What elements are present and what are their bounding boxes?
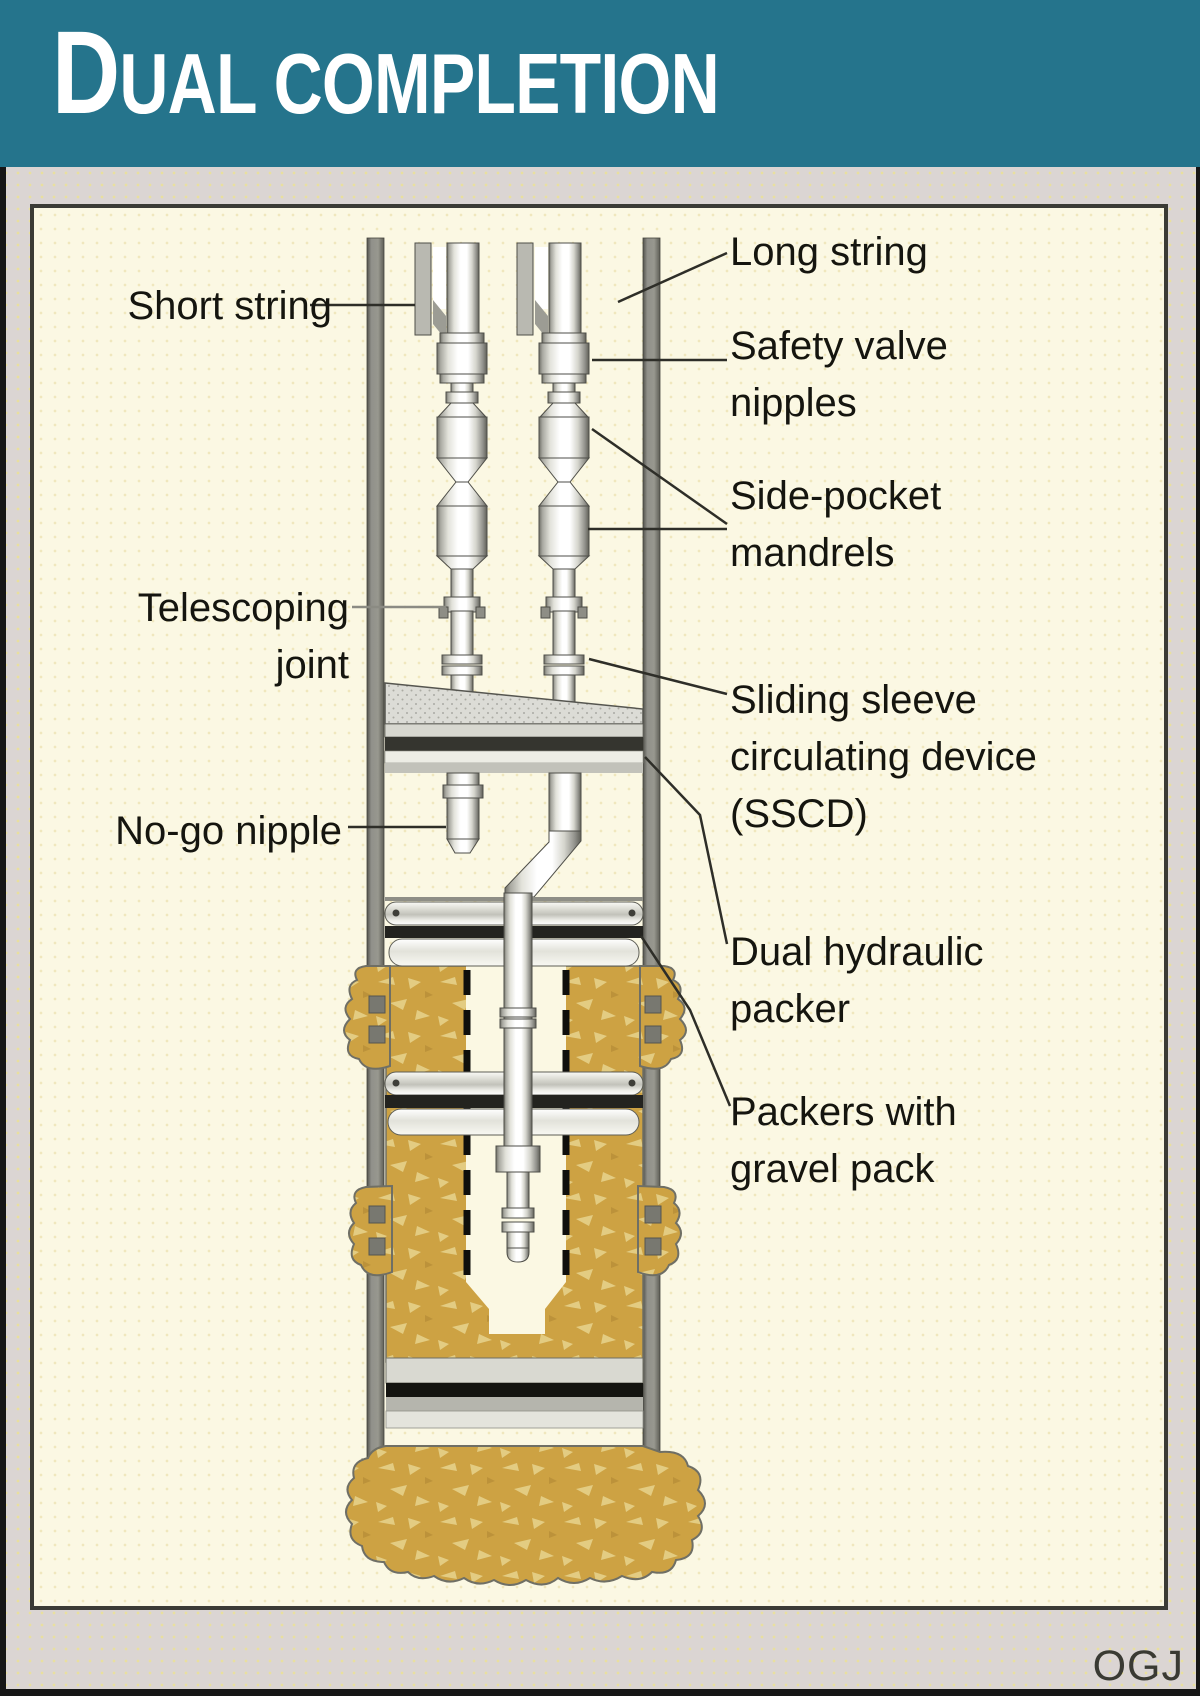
leader-dual-packer [644,756,729,945]
gravel-bottom-reserve [345,1445,706,1586]
label-telescoping-joint: Telescoping joint [137,586,349,687]
frame-edge-left [0,167,6,1696]
casing-perforation-blocks [368,995,662,1256]
label-short-string: Short string [127,284,332,328]
long-string [516,242,590,714]
no-go-nipple [442,772,484,854]
leader-packers-gravel [639,935,732,1107]
leader-long-string [617,251,728,304]
label-no-go-nipple: No-go nipple [115,809,342,853]
label-safety-valve-nipples: Safety valve nipples [730,324,948,425]
diagram-panel [30,204,1168,1610]
leader-side-pocket-upper [591,427,728,526]
title-initial: D [52,7,120,139]
gravel-outer-blob-right-upper [639,965,687,1070]
leader-lines [310,251,732,1107]
well-schematic [310,237,732,1586]
center-tailpipe [495,892,541,1263]
label-sliding-sleeve: Sliding sleeve circulating device (SSCD) [730,678,1037,836]
gravel-outer-blob-left-lower [348,1184,393,1277]
frame-edge-right [1196,167,1200,1696]
label-long-string: Long string [730,230,928,274]
dual-hydraulic-packer [384,682,644,773]
title-rest: UAL COMPLETION [119,37,719,132]
frame-edge-bottom [0,1689,1200,1696]
sand-screens [463,970,570,1280]
gravel-outer-blob-right-lower [637,1184,682,1277]
leader-sliding-sleeve [588,657,728,696]
label-packers-with-gravel-pack: Packers with gravel pack [730,1090,957,1191]
source-credit: OGJ [1092,1642,1184,1690]
label-side-pocket-mandrels: Side-pocket mandrels [730,474,942,575]
label-dual-hydraulic-packer: Dual hydraulic packer [730,930,984,1031]
sump-packer [385,1357,644,1429]
long-string-crossover [504,772,582,898]
gravel-outer-blob-left-upper [343,965,391,1070]
short-string [414,242,488,714]
casing-walls [366,237,661,1473]
